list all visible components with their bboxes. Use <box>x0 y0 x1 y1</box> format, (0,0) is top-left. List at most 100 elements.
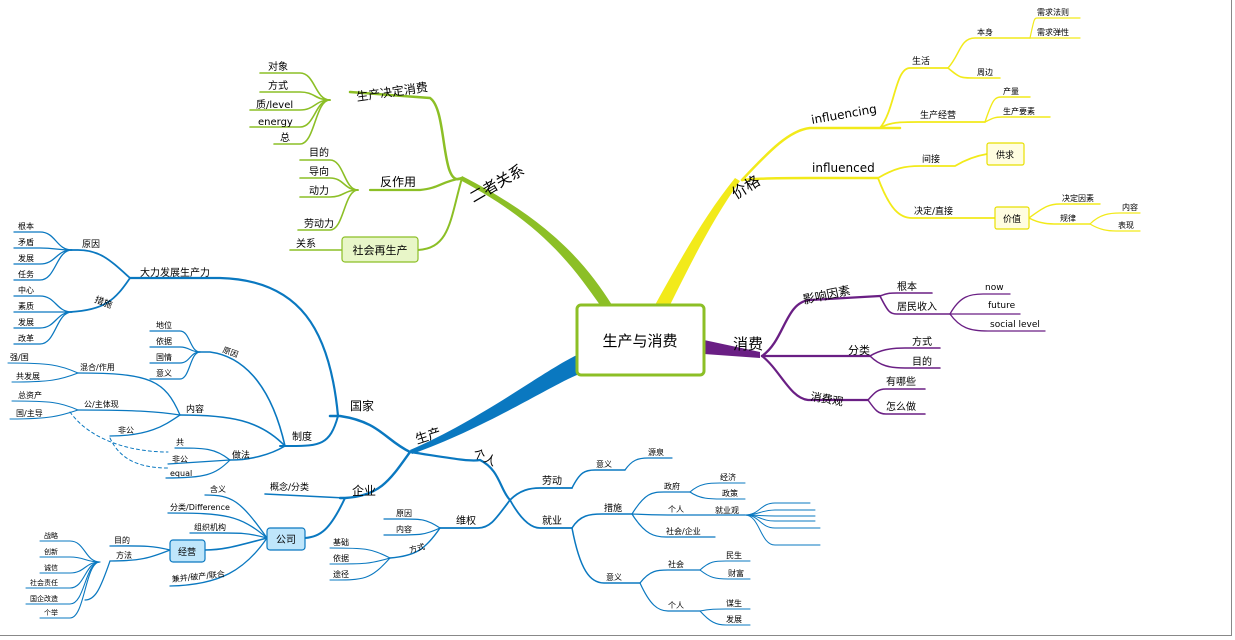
branch-price[interactable]: 价格 <box>728 172 763 203</box>
node-operate[interactable]: 经营 <box>178 546 196 558</box>
node-view-0[interactable]: 有哪些 <box>886 375 916 388</box>
node-company-3[interactable]: 兼并/破产/联合 <box>171 568 225 584</box>
node-law-1[interactable]: 表现 <box>1118 220 1134 230</box>
node-labor-meaning[interactable]: 意义 <box>596 459 612 469</box>
node-way-1[interactable]: 依据 <box>333 553 349 563</box>
node-gov-0[interactable]: 经济 <box>720 472 736 482</box>
node-react-3[interactable]: 劳动力 <box>304 217 334 230</box>
node-labor-src[interactable]: 源泉 <box>648 447 664 457</box>
node-op-1[interactable]: 创新 <box>44 547 58 556</box>
node-dev-reason-3[interactable]: 任务 <box>18 269 34 279</box>
node-op-0[interactable]: 战略 <box>44 531 58 540</box>
root-node[interactable]: 生产与消费 <box>575 303 706 377</box>
node-factors[interactable]: 影响因素 <box>802 282 852 307</box>
node-gov[interactable]: 政府 <box>664 481 680 491</box>
node-nonpublic[interactable]: 非公 <box>118 425 134 435</box>
node-influencing[interactable]: influencing <box>810 102 878 127</box>
node-react-0[interactable]: 目的 <box>309 146 329 159</box>
node-decide-0[interactable]: 对象 <box>268 60 288 73</box>
node-factors-root[interactable]: 根本 <box>897 280 917 293</box>
node-dev-measure-3[interactable]: 改革 <box>18 333 34 343</box>
node-indirect[interactable]: 间接 <box>922 153 940 165</box>
node-mean-ind[interactable]: 个人 <box>668 601 684 610</box>
node-person[interactable]: 个人 <box>471 446 499 469</box>
node-emp-meaning[interactable]: 意义 <box>606 572 622 582</box>
node-sys-content[interactable]: 内容 <box>186 403 204 415</box>
box-supply-demand[interactable] <box>986 142 1025 166</box>
node-types[interactable]: 分类 <box>848 343 870 357</box>
node-mean-soc[interactable]: 社会 <box>668 559 684 569</box>
node-types-0[interactable]: 方式 <box>912 335 932 348</box>
node-self[interactable]: 本身 <box>977 27 993 37</box>
branch-consume[interactable]: 消费 <box>733 335 763 353</box>
node-mean-soc-1[interactable]: 财富 <box>728 568 744 578</box>
box-value[interactable] <box>994 206 1030 230</box>
node-mix-0[interactable]: 强/国 <box>10 353 29 362</box>
box-social-reproduction[interactable] <box>341 236 419 263</box>
node-method-2[interactable]: equal <box>170 469 192 478</box>
node-law-0[interactable]: 内容 <box>1122 202 1138 212</box>
node-life[interactable]: 生活 <box>912 55 930 67</box>
node-influenced[interactable]: influenced <box>812 161 875 175</box>
node-rights-1[interactable]: 内容 <box>396 524 412 534</box>
node-labor[interactable]: 劳动 <box>542 474 562 487</box>
node-goal[interactable]: 目的 <box>114 535 130 545</box>
node-biz[interactable]: 生产经营 <box>920 109 956 121</box>
node-dev-measure-0[interactable]: 中心 <box>18 285 34 295</box>
node-dev-reason-0[interactable]: 根本 <box>18 221 34 231</box>
node-mean-ind-0[interactable]: 谋生 <box>726 598 742 608</box>
node-dev-reason[interactable]: 原因 <box>82 239 100 250</box>
box-operation[interactable] <box>169 539 206 563</box>
node-op-3[interactable]: 社会责任 <box>30 578 58 587</box>
node-company[interactable]: 公司 <box>276 535 296 546</box>
node-law[interactable]: 规律 <box>1060 213 1076 223</box>
node-biz-1[interactable]: 生产要素 <box>1003 106 1035 116</box>
node-income-2[interactable]: social level <box>990 320 1040 330</box>
node-income-0[interactable]: now <box>985 283 1004 293</box>
node-decide-4[interactable]: 总 <box>280 131 290 144</box>
node-view-1[interactable]: 怎么做 <box>886 400 916 413</box>
node-public-1[interactable]: 国/主导 <box>16 408 43 418</box>
node-mix-1[interactable]: 共发展 <box>16 371 40 381</box>
node-company-0[interactable]: 含义 <box>210 484 226 494</box>
node-method-1[interactable]: 非公 <box>172 454 188 464</box>
box-company[interactable] <box>266 527 306 551</box>
node-dev-reason-1[interactable]: 矛盾 <box>18 237 34 247</box>
node-rights-way[interactable]: 方式 <box>408 541 426 555</box>
node-mean-ind-1[interactable]: 发展 <box>726 614 742 624</box>
node-decide-2[interactable]: 质/level <box>256 99 293 111</box>
node-dev-reason-2[interactable]: 发展 <box>18 253 34 263</box>
node-types-1[interactable]: 目的 <box>912 355 932 368</box>
node-sys-reason-1[interactable]: 依据 <box>156 336 172 346</box>
node-self-1[interactable]: 需求弹性 <box>1037 27 1069 37</box>
node-sys-method[interactable]: 做法 <box>232 449 250 461</box>
node-react-1[interactable]: 导向 <box>309 165 329 178</box>
node-factor[interactable]: 决定因素 <box>1062 193 1094 203</box>
node-enterprise[interactable]: 企业 <box>352 483 376 498</box>
node-income[interactable]: 居民收入 <box>897 300 937 313</box>
node-react[interactable]: 反作用 <box>380 175 416 189</box>
node-gov-1[interactable]: 政策 <box>722 488 738 498</box>
node-method-0[interactable]: 共 <box>176 438 184 447</box>
node-biz-0[interactable]: 产量 <box>1003 86 1019 96</box>
node-rights-0[interactable]: 原因 <box>396 509 412 518</box>
node-develop[interactable]: 大力发展生产力 <box>140 266 210 279</box>
node-company-1[interactable]: 分类/Difference <box>170 502 230 512</box>
node-sys-reason-2[interactable]: 国情 <box>156 352 172 362</box>
node-public[interactable]: 公/主体现 <box>84 399 119 409</box>
node-income-1[interactable]: future <box>988 301 1016 311</box>
node-op-2[interactable]: 诚信 <box>44 563 58 572</box>
node-rights[interactable]: 维权 <box>456 514 476 527</box>
node-way-0[interactable]: 基础 <box>333 537 349 547</box>
node-op-method[interactable]: 方法 <box>116 550 132 560</box>
node-mix[interactable]: 混合/作用 <box>80 362 115 372</box>
node-decide-1[interactable]: 方式 <box>268 79 288 92</box>
node-react-2[interactable]: 动力 <box>309 184 329 197</box>
node-emp-ind[interactable]: 个人 <box>668 505 684 514</box>
node-dev-measure-1[interactable]: 素质 <box>18 301 34 311</box>
node-company-2[interactable]: 组织机构 <box>194 522 226 532</box>
node-social-reproduction[interactable]: 社会再生产 <box>353 243 408 257</box>
node-concept[interactable]: 概念/分类 <box>270 481 309 493</box>
node-way-2[interactable]: 途径 <box>333 569 349 579</box>
node-emp-measure[interactable]: 措施 <box>604 502 622 514</box>
